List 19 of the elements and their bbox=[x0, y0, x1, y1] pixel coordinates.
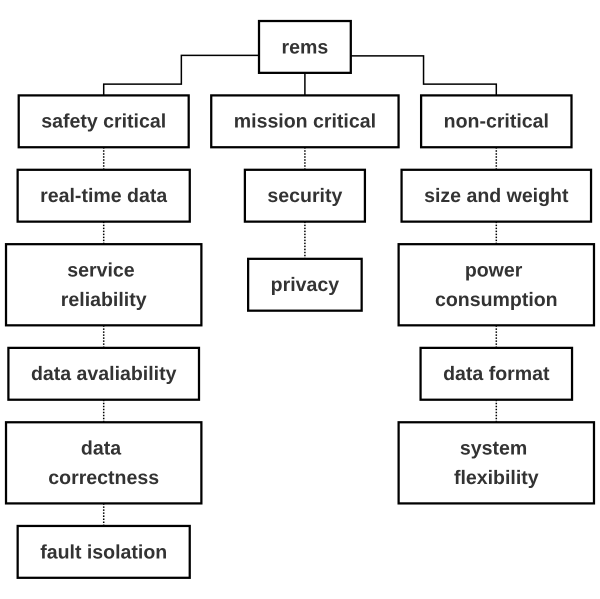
node-box: data correctness bbox=[4, 421, 202, 505]
node-box: mission critical bbox=[210, 94, 400, 148]
node-box: real-time data bbox=[16, 168, 191, 223]
connector bbox=[304, 72, 306, 96]
connector bbox=[350, 55, 498, 96]
node-box: service reliability bbox=[4, 243, 202, 327]
node-box: fault isolation bbox=[16, 524, 191, 580]
node-box: rems bbox=[258, 20, 352, 74]
node-box: data format bbox=[419, 346, 574, 401]
connector bbox=[102, 54, 259, 96]
node-box: privacy bbox=[247, 258, 363, 312]
connector bbox=[102, 502, 104, 527]
node-box: system flexibility bbox=[398, 421, 596, 505]
node-box: power consumption bbox=[398, 243, 596, 327]
node-box: non-critical bbox=[420, 94, 573, 148]
node-box: security bbox=[244, 168, 366, 223]
node-box: size and weight bbox=[400, 168, 592, 223]
node-box: safety critical bbox=[18, 94, 190, 148]
node-box: data avaliability bbox=[7, 346, 200, 401]
